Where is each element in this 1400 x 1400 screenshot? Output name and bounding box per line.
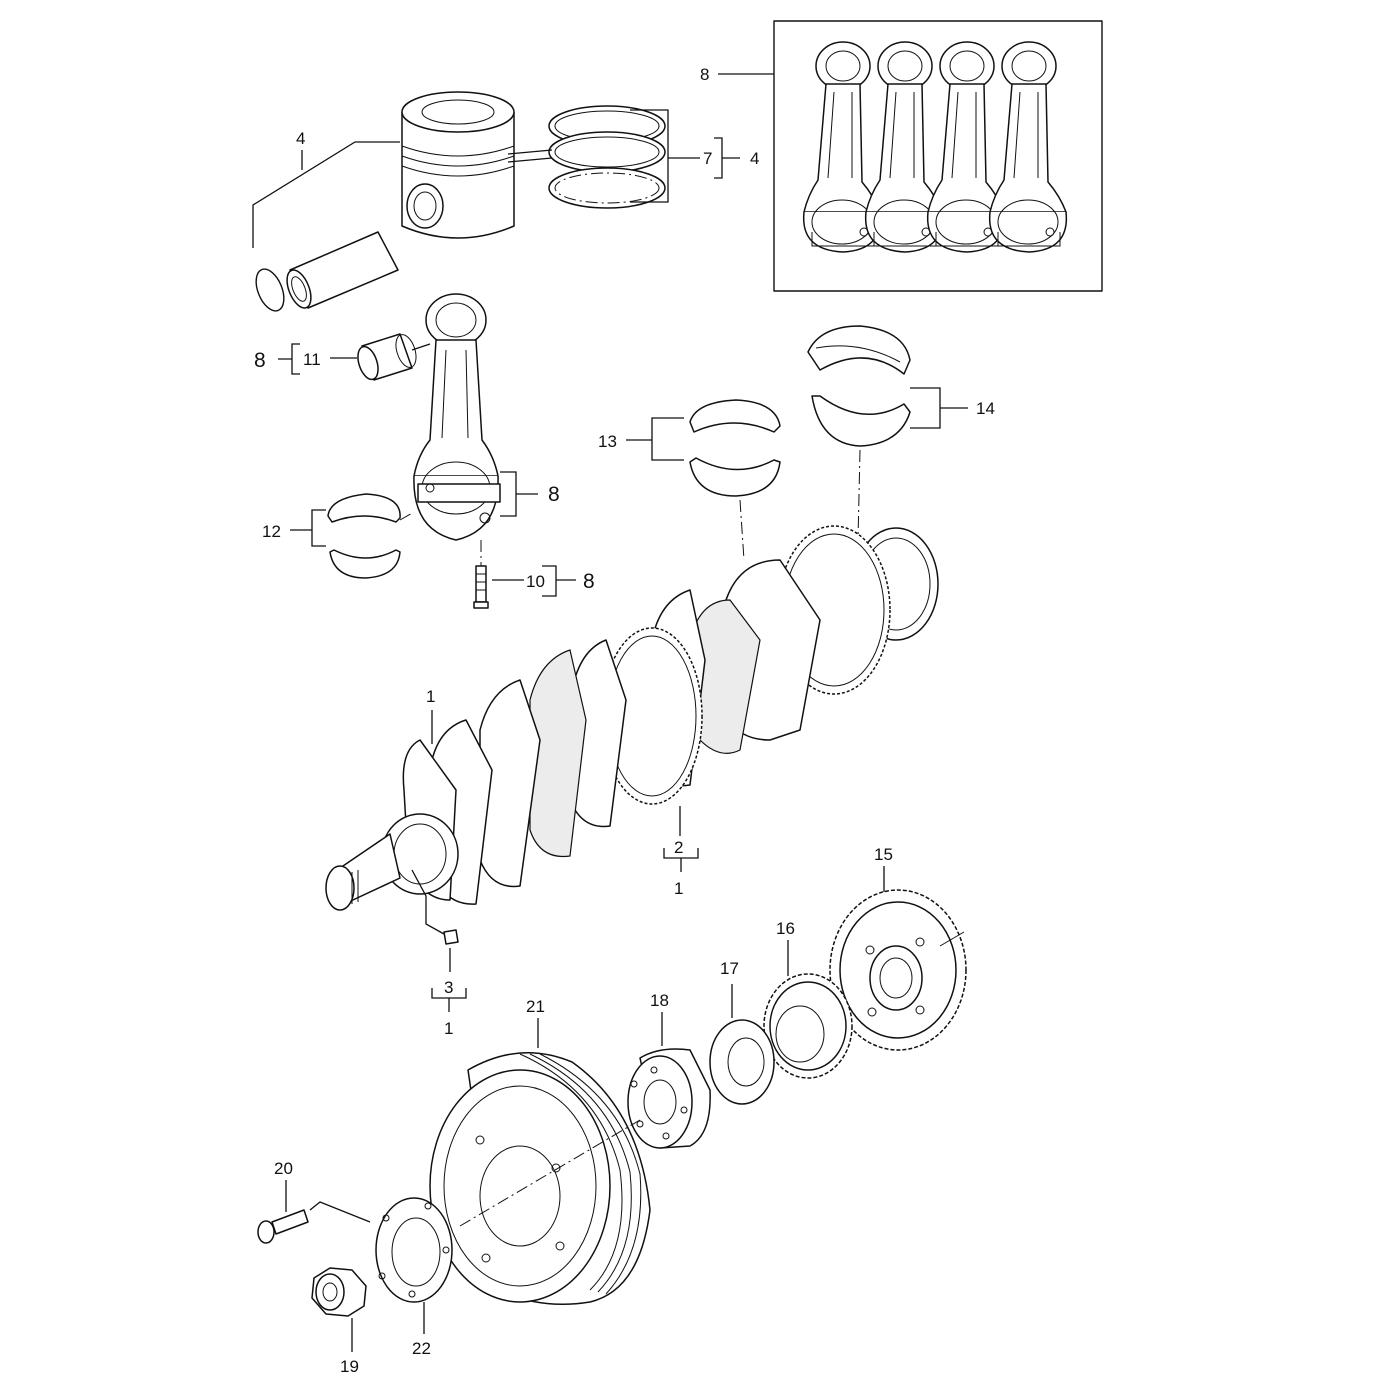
gear-icon: 15 xyxy=(829,845,967,1051)
small-end-bushing-icon xyxy=(357,333,417,381)
callout-8-bolt: 8 xyxy=(583,570,595,593)
callout-8-cap: 8 xyxy=(548,483,560,506)
thrust-bearing-shells-icon: 14 xyxy=(807,325,995,541)
callout-13: 13 xyxy=(598,432,617,451)
callout-7-rings: 7 xyxy=(703,149,712,168)
callout-3: 3 xyxy=(444,978,453,997)
castle-nut-icon: 19 xyxy=(311,1267,367,1376)
helical-gear-icon: 16 xyxy=(763,919,853,1079)
connecting-rod-icon xyxy=(413,293,501,541)
callout-21: 21 xyxy=(526,997,545,1016)
piston-icon xyxy=(401,91,515,239)
callout-12: 12 xyxy=(262,522,281,541)
callout-14: 14 xyxy=(976,399,995,418)
piston-pin-icon xyxy=(286,231,399,309)
main-bearing-shells-icon: 13 xyxy=(598,399,781,561)
circlip-icon xyxy=(255,268,285,312)
spacer-plate-icon: 22 xyxy=(375,1197,453,1358)
connecting-rod-set-box: 8 xyxy=(700,20,1103,292)
pulley-bolt-icon: 20 xyxy=(257,1159,371,1244)
callout-1-crankshaft: 1 xyxy=(426,687,435,706)
callout-15: 15 xyxy=(874,845,893,864)
piston-assembly: 4 xyxy=(252,91,515,312)
callout-16: 16 xyxy=(776,919,795,938)
hub-icon: 18 xyxy=(627,991,711,1149)
callout-2: 2 xyxy=(674,838,683,857)
dowel-pin-icon: 3 1 xyxy=(411,869,467,1038)
piston-rings-icon: 7 4 xyxy=(507,105,759,209)
crankshaft-icon: 1 xyxy=(325,525,939,911)
callout-4-rings: 4 xyxy=(750,149,759,168)
callout-11: 11 xyxy=(303,350,321,369)
pulley-icon: 21 xyxy=(429,997,651,1306)
callout-20: 20 xyxy=(274,1159,293,1178)
callout-22: 22 xyxy=(412,1339,431,1358)
rod-bolt-icon: 10 8 xyxy=(473,540,595,609)
connecting-rod-icon xyxy=(802,41,1068,253)
rod-bearing-shells-icon: 12 xyxy=(262,493,415,579)
connecting-rod-detail: 11 8 8 xyxy=(254,293,560,541)
callout-1-gear: 1 xyxy=(674,879,683,898)
callout-8-rod-set: 8 xyxy=(700,65,709,84)
callout-18: 18 xyxy=(650,991,669,1010)
callout-19: 19 xyxy=(340,1357,359,1376)
thrust-washer-icon: 17 xyxy=(709,959,775,1105)
callout-10: 10 xyxy=(526,572,545,591)
callout-17: 17 xyxy=(720,959,739,978)
crank-gear-callout: 2 1 xyxy=(663,806,699,898)
callout-4-piston: 4 xyxy=(296,129,305,148)
callout-1-dowel: 1 xyxy=(444,1019,453,1038)
callout-8-bushing: 8 xyxy=(254,349,266,372)
